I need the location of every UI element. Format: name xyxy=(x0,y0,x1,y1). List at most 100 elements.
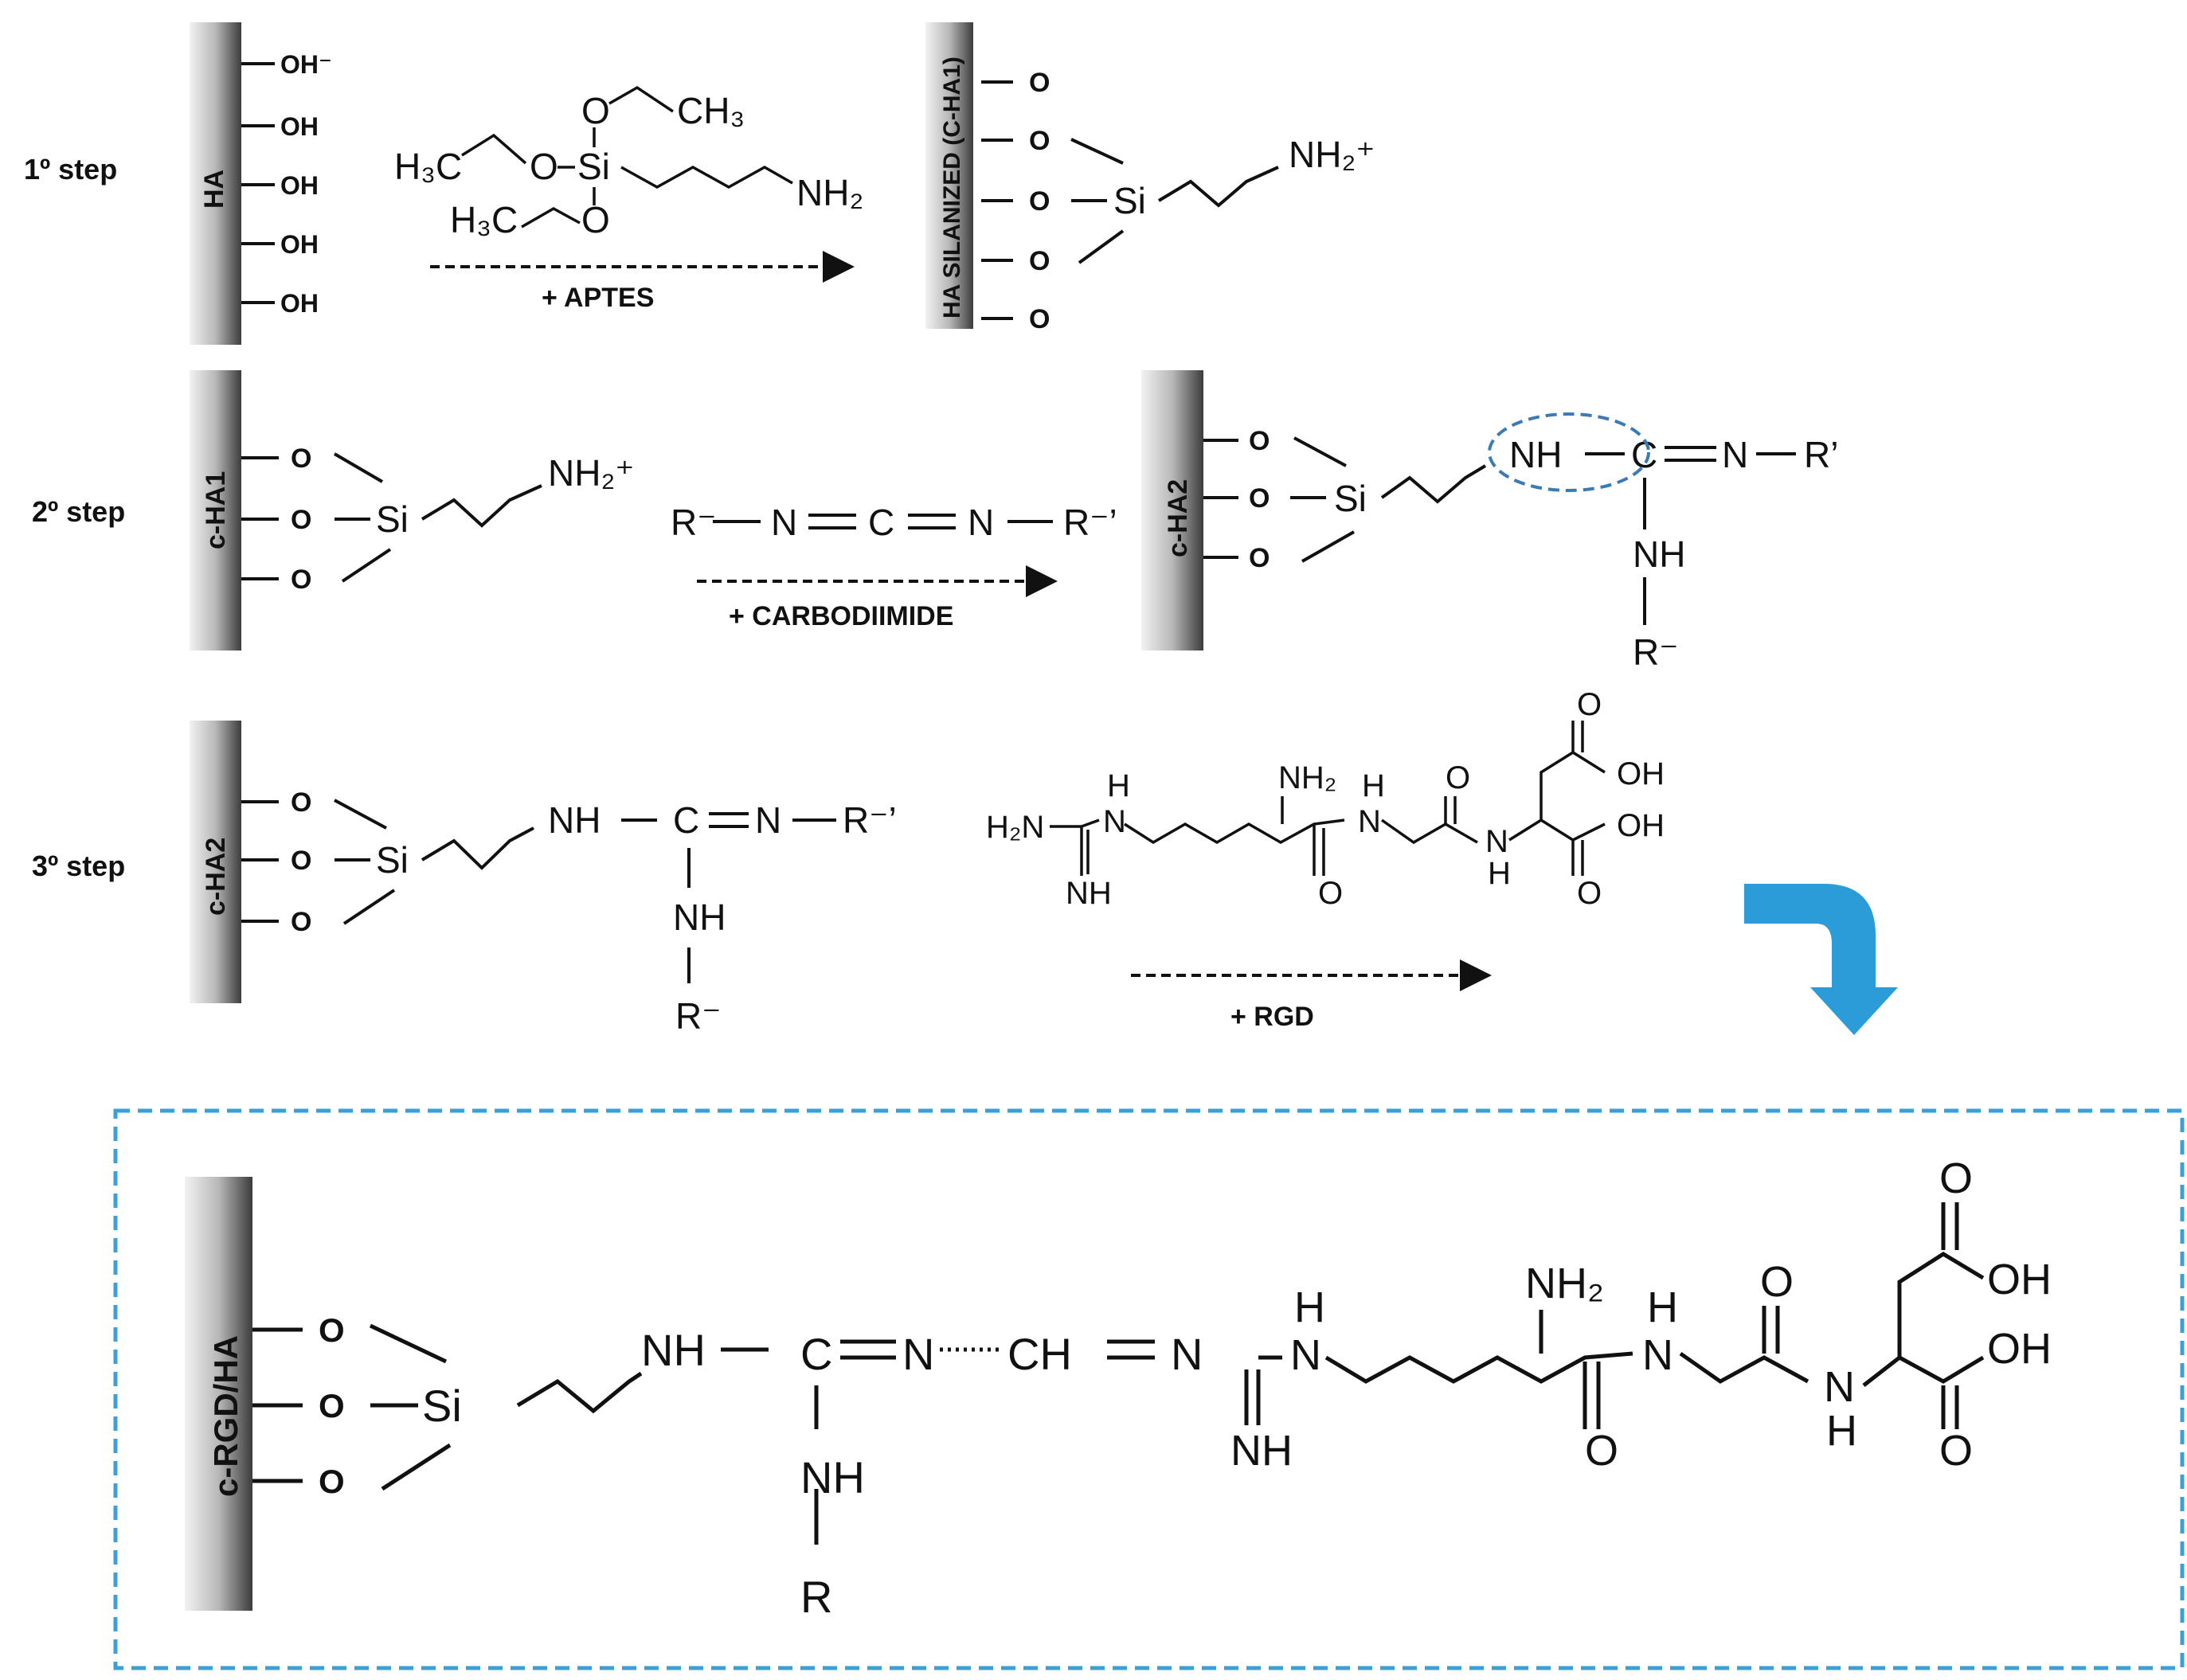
o-atom: O xyxy=(1249,426,1270,456)
n-atom: N xyxy=(968,502,994,543)
r-minus-group: R⁻ xyxy=(675,995,722,1037)
n-atom: N xyxy=(1290,1331,1321,1379)
nh-group: NH xyxy=(641,1325,706,1375)
rgd-reagent-label: + RGD xyxy=(1230,1002,1314,1032)
step-3-label: 3º step xyxy=(32,850,125,882)
n-atom: N xyxy=(1358,804,1381,839)
o-atom: O xyxy=(291,787,311,818)
n-atom: N xyxy=(1485,824,1508,859)
highlight-ellipse xyxy=(1488,412,1650,492)
ha-surface xyxy=(190,22,241,345)
n-atom: N xyxy=(1824,1363,1855,1411)
o-atom: O xyxy=(1249,543,1270,573)
o-atom: O xyxy=(1318,876,1343,911)
product-box xyxy=(113,1108,2185,1670)
o-atom: O xyxy=(1249,483,1270,514)
c-ha2-surface xyxy=(190,721,241,1003)
c-ha1-surface xyxy=(190,370,241,651)
r-minus-group: R⁻ xyxy=(1633,631,1679,673)
o-atom: O xyxy=(291,565,311,595)
curved-arrow-icon xyxy=(1744,884,1898,1035)
rgd-product-molecule: H N NH NH₂ H N O O N H O OH OH O xyxy=(1230,1155,2052,1475)
o-atom: O xyxy=(1760,1258,1794,1306)
nh-group: NH xyxy=(1633,533,1685,575)
o-atom: O xyxy=(291,505,311,535)
si-atom: Si xyxy=(422,1381,462,1431)
ch-group: CH xyxy=(1007,1329,1072,1379)
o-atom: O xyxy=(319,1463,345,1500)
nh2-plus-group: NH₂⁺ xyxy=(1289,134,1375,175)
oh-group: OH xyxy=(280,230,319,259)
o-atom: O xyxy=(1029,68,1050,98)
n-atom: N xyxy=(1722,434,1748,475)
carbodiimide-reagent-label: + CARBODIIMIDE xyxy=(729,601,953,631)
nh2-group: NH₂ xyxy=(1278,760,1336,795)
step-2-label: 2º step xyxy=(32,495,125,528)
si-atom: Si xyxy=(1113,180,1146,221)
c-rgd-ha-surface xyxy=(185,1177,252,1611)
o-atom: O xyxy=(1029,246,1050,276)
o-atom: O xyxy=(581,90,610,131)
o-atom: O xyxy=(1029,304,1050,334)
h3c-group: H₃C xyxy=(450,199,518,240)
o-atom: O xyxy=(319,1311,345,1349)
nh-group: NH xyxy=(673,897,726,938)
c-atom: C xyxy=(800,1329,832,1379)
oh-group: OH xyxy=(1617,808,1665,843)
h-atom: H xyxy=(1362,768,1385,803)
nh2-group: NH₂ xyxy=(1525,1260,1604,1307)
n-atom: N xyxy=(1103,804,1126,839)
n-atom: N xyxy=(902,1329,934,1379)
oh-group: OH xyxy=(280,112,319,141)
oh-group: OH xyxy=(1987,1325,2052,1373)
n-atom: N xyxy=(1171,1329,1203,1379)
o-atom: O xyxy=(530,146,558,187)
c-ha2-surface xyxy=(1141,370,1203,651)
o-atom: O xyxy=(1939,1427,1973,1475)
o-atom: O xyxy=(1577,876,1602,911)
n-atom: N xyxy=(755,799,781,841)
h-atom: H xyxy=(1826,1407,1857,1455)
o-atom: O xyxy=(1577,687,1602,722)
o-atom: O xyxy=(1029,126,1050,156)
rgd-molecule: H₂N H N NH NH₂ H N O O N H O OH OH O xyxy=(986,687,1665,911)
nh-group: NH xyxy=(1066,876,1112,911)
n-atom: N xyxy=(771,502,797,543)
aptes-molecule: H₃C O Si O O CH₃ H₃C NH₂ xyxy=(394,85,863,240)
ha-silanized-label: HA SILANIZED (C-HA1) xyxy=(939,57,965,318)
oh-minus-group: OH⁻ xyxy=(280,50,332,79)
oh-group: OH xyxy=(1987,1256,2052,1303)
h2n-group: H₂N xyxy=(986,810,1044,845)
oh-group: OH xyxy=(1617,756,1665,791)
o-atom: O xyxy=(291,443,311,474)
si-atom: Si xyxy=(1334,478,1367,519)
r-minus-group: R⁻ xyxy=(671,502,717,543)
r-prime-group: R⁻’ xyxy=(843,799,897,841)
o-atom: O xyxy=(1585,1427,1618,1475)
r-prime-group: R⁻’ xyxy=(1063,502,1117,543)
surface-bonds xyxy=(981,80,1013,320)
o-atom: O xyxy=(1446,760,1470,795)
h-atom: H xyxy=(1107,768,1130,803)
oh-group: OH xyxy=(280,289,319,318)
o-atom: O xyxy=(291,907,311,937)
aptes-reagent-label: + APTES xyxy=(542,283,654,313)
r-group: R xyxy=(800,1572,832,1622)
ch3-group: CH₃ xyxy=(677,90,745,131)
nh-group: NH xyxy=(548,799,601,841)
o-atom: O xyxy=(1939,1155,1973,1202)
h-atom: H xyxy=(1294,1283,1325,1331)
c-ha2-surface-label: c-HA2 xyxy=(201,838,231,916)
h3c-group: H₃C xyxy=(394,146,462,187)
c-rgd-ha-surface-label: c-RGD/HA xyxy=(207,1335,245,1497)
o-atom: O xyxy=(291,846,311,876)
c-atom: C xyxy=(868,502,894,543)
step-1-label: 1º step xyxy=(24,153,117,186)
si-atom: Si xyxy=(376,498,409,540)
nh-group: NH xyxy=(1230,1427,1293,1475)
c-ha1-surface-label: c-HA1 xyxy=(201,471,231,549)
ha-surface-label: HA xyxy=(199,170,229,209)
ha-oh-bonds xyxy=(241,62,275,304)
r-prime-group: R’ xyxy=(1804,434,1838,475)
